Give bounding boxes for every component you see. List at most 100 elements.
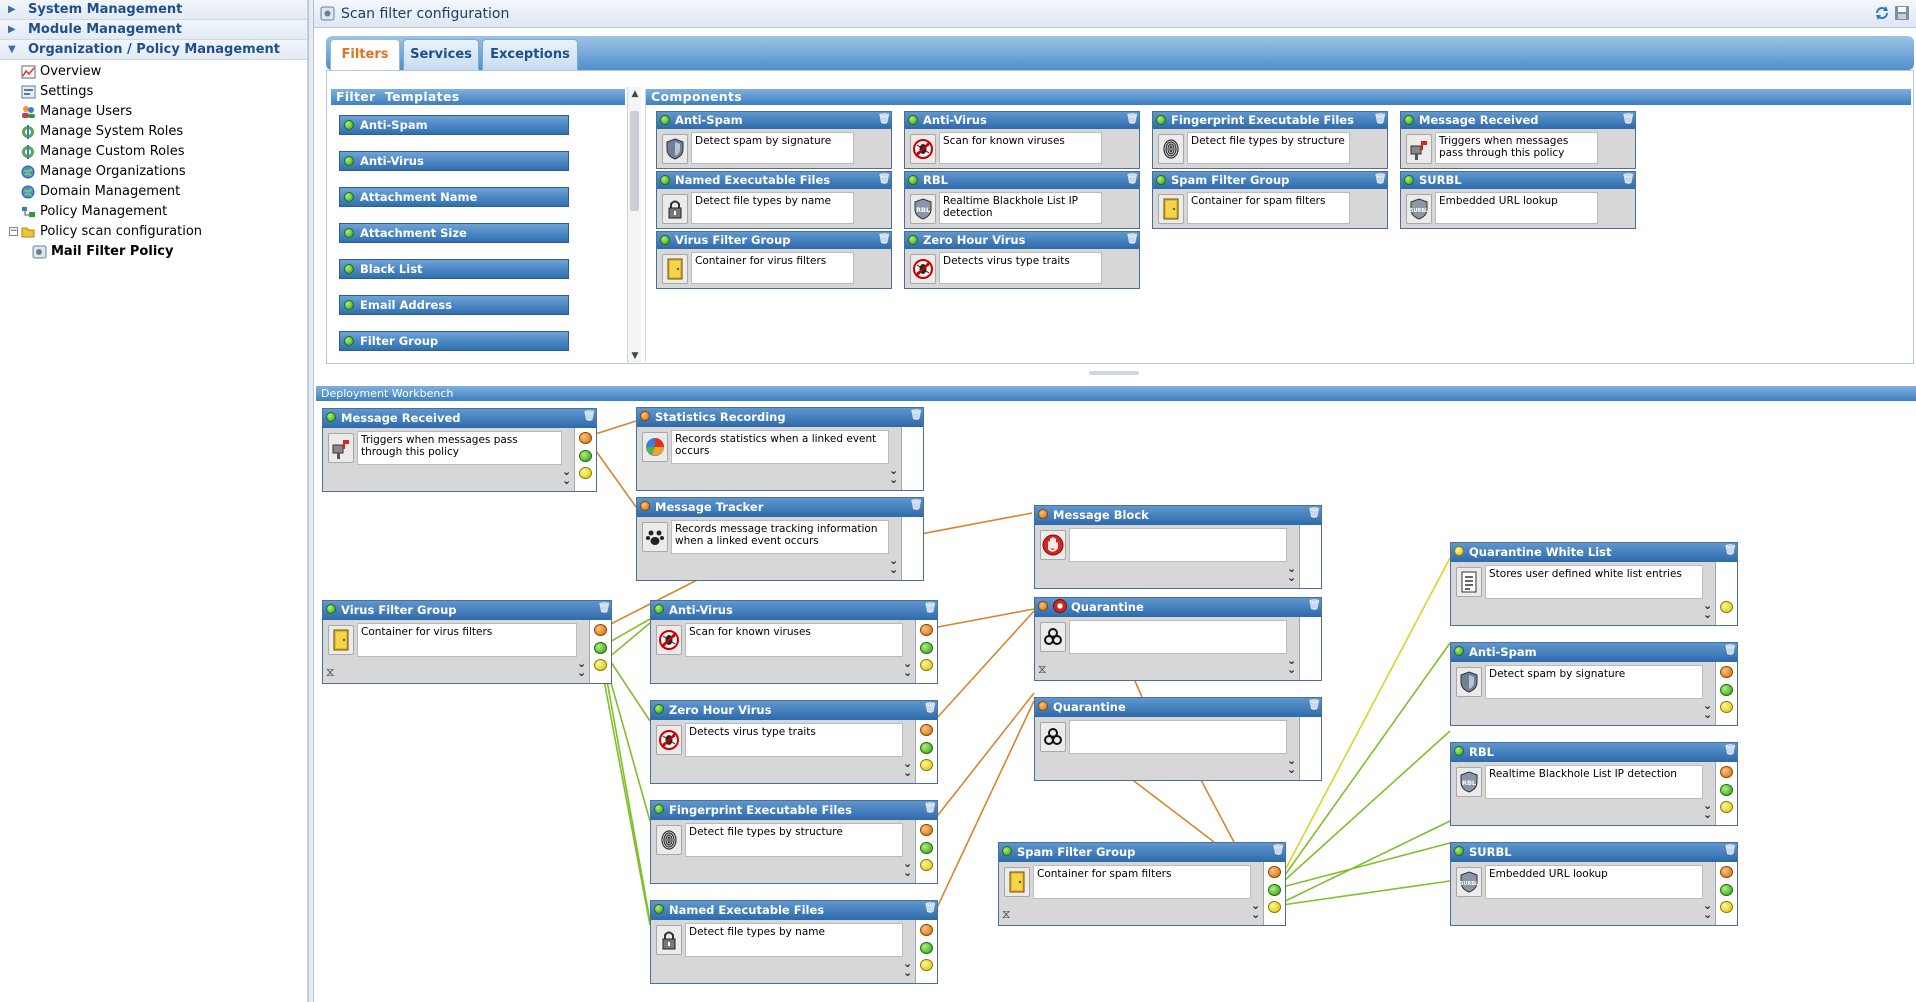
expand-chevron-icon[interactable]: ⌄⌄	[1287, 754, 1297, 776]
save-icon[interactable]	[1894, 5, 1910, 21]
node-header[interactable]: Anti-Spam🗑	[1451, 643, 1737, 662]
filter-funnel-icon[interactable]: ⧖	[1002, 907, 1011, 921]
component-header[interactable]: SURBL🗑	[1401, 172, 1635, 189]
nav-item-domain-management[interactable]: Domain Management	[0, 182, 307, 202]
connection-wire[interactable]	[1274, 820, 1451, 907]
delete-icon[interactable]: 🗑	[598, 603, 611, 614]
workbench-node[interactable]: Spam Filter Group🗑Container for spam fil…	[998, 842, 1286, 926]
component-header[interactable]: Spam Filter Group🗑	[1153, 172, 1387, 189]
yellow-port-icon[interactable]	[594, 659, 607, 671]
orange-port-icon[interactable]	[579, 432, 592, 444]
workbench-node[interactable]: Statistics Recording🗑Records statistics …	[636, 407, 924, 491]
orange-port-icon[interactable]	[1268, 866, 1281, 878]
expand-arrow-icon[interactable]: ▶	[8, 4, 16, 15]
component-header[interactable]: RBL🗑	[905, 172, 1139, 189]
delete-icon[interactable]: 🗑	[924, 703, 937, 714]
node-header[interactable]: RBL🗑	[1451, 743, 1737, 762]
workbench-node[interactable]: Quarantine White List🗑Stores user define…	[1450, 542, 1738, 626]
scroll-thumb[interactable]	[630, 111, 639, 211]
delete-icon[interactable]: 🗑	[1622, 114, 1635, 125]
node-header[interactable]: Fingerprint Executable Files🗑	[651, 801, 937, 820]
workbench-node[interactable]: Message Received🗑Triggers when messages …	[322, 408, 597, 492]
template-attachment-name[interactable]: Attachment Name	[339, 187, 569, 207]
workbench-node[interactable]: Anti-Virus🗑Scan for known viruses⌄⌄	[650, 600, 938, 684]
template-anti-virus[interactable]: Anti-Virus	[339, 151, 569, 171]
tab-services[interactable]: Services	[403, 39, 479, 70]
delete-icon[interactable]: 🗑	[1374, 174, 1387, 185]
delete-icon[interactable]: 🗑	[878, 234, 891, 245]
expand-chevron-icon[interactable]: ⌄⌄	[903, 657, 913, 679]
delete-icon[interactable]: 🗑	[583, 411, 596, 422]
connection-wire[interactable]	[600, 663, 651, 926]
delete-icon[interactable]: 🗑	[1308, 700, 1321, 711]
node-header[interactable]: Spam Filter Group🗑	[999, 843, 1285, 862]
delete-icon[interactable]: 🗑	[1126, 234, 1139, 245]
component-header[interactable]: Fingerprint Executable Files🗑	[1153, 112, 1387, 129]
connection-wire[interactable]	[1274, 557, 1451, 890]
delete-icon[interactable]: 🗑	[1308, 600, 1321, 611]
template-anti-spam[interactable]: Anti-Spam	[339, 115, 569, 135]
delete-icon[interactable]: 🗑	[1622, 174, 1635, 185]
expand-chevron-icon[interactable]: ⌄⌄	[889, 554, 899, 576]
connection-wire[interactable]	[1274, 880, 1451, 907]
delete-icon[interactable]: 🗑	[910, 500, 923, 511]
delete-icon[interactable]: 🗑	[1724, 845, 1737, 856]
green-port-icon[interactable]	[1268, 884, 1281, 896]
workbench-node[interactable]: Fingerprint Executable Files🗑Detect file…	[650, 800, 938, 884]
connection-wire[interactable]	[926, 608, 1035, 630]
yellow-port-icon[interactable]	[920, 659, 933, 671]
workbench-node[interactable]: Named Executable Files🗑Detect file types…	[650, 900, 938, 984]
component-header[interactable]: Anti-Virus🗑	[905, 112, 1139, 129]
workbench-node[interactable]: Message Block🗑⌄⌄	[1034, 505, 1322, 589]
delete-icon[interactable]: 🗑	[1308, 508, 1321, 519]
connection-wire[interactable]	[926, 692, 1035, 830]
template-email-address[interactable]: Email Address	[339, 295, 569, 315]
nav-item-policy-scan-configuration[interactable]: − Policy scan configuration	[9, 224, 203, 239]
orange-port-icon[interactable]	[1720, 766, 1733, 778]
expand-chevron-icon[interactable]: ⌄⌄	[1703, 599, 1713, 621]
nav-item-mail-filter-policy[interactable]: Mail Filter Policy	[0, 242, 307, 262]
orange-port-icon[interactable]	[920, 824, 933, 836]
expand-chevron-icon[interactable]: ⌄⌄	[1703, 899, 1713, 921]
node-header[interactable]: Quarantine White List🗑	[1451, 543, 1737, 562]
node-header[interactable]: Anti-Virus🗑	[651, 601, 937, 620]
expand-chevron-icon[interactable]: ⌄⌄	[1703, 799, 1713, 821]
orange-port-icon[interactable]	[920, 924, 933, 936]
expand-chevron-icon[interactable]: ⌄⌄	[577, 657, 587, 679]
component-header[interactable]: Message Received🗑	[1401, 112, 1635, 129]
yellow-port-icon[interactable]	[1268, 901, 1281, 913]
orange-port-icon[interactable]	[1720, 666, 1733, 678]
workbench-node[interactable]: Virus Filter Group🗑Container for virus f…	[322, 600, 612, 684]
yellow-port-icon[interactable]	[920, 859, 933, 871]
template-filter-group[interactable]: Filter Group	[339, 331, 569, 351]
yellow-port-icon[interactable]	[920, 959, 933, 971]
orange-port-icon[interactable]	[594, 624, 607, 636]
scroll-up-icon[interactable]: ▲	[631, 89, 639, 99]
scroll-down-icon[interactable]: ▼	[631, 351, 639, 361]
green-port-icon[interactable]	[1720, 684, 1733, 696]
nav-section-organization-policy[interactable]: ▼Organization / Policy Management	[0, 40, 307, 60]
template-attachment-size[interactable]: Attachment Size	[339, 223, 569, 243]
connection-wire[interactable]	[1274, 730, 1451, 890]
workbench-node[interactable]: Anti-Spam🗑Detect spam by signature⌄⌄	[1450, 642, 1738, 726]
green-port-icon[interactable]	[920, 642, 933, 654]
yellow-port-icon[interactable]	[579, 467, 592, 479]
nav-item-manage-system-roles[interactable]: Manage System Roles	[0, 122, 307, 142]
node-header[interactable]: Zero Hour Virus🗑	[651, 701, 937, 720]
yellow-port-icon[interactable]	[1720, 701, 1733, 713]
component-header[interactable]: Virus Filter Group🗑	[657, 232, 891, 249]
workbench-node[interactable]: Quarantine🗑⌄⌄⧖	[1034, 597, 1322, 681]
filter-funnel-icon[interactable]: ⧖	[1038, 662, 1047, 676]
node-header[interactable]: Virus Filter Group🗑	[323, 601, 611, 620]
connection-wire[interactable]	[1274, 642, 1451, 890]
delete-icon[interactable]: 🗑	[878, 174, 891, 185]
yellow-port-icon[interactable]	[920, 759, 933, 771]
green-port-icon[interactable]	[920, 942, 933, 954]
component-card[interactable]: Virus Filter Group🗑Container for virus f…	[656, 231, 892, 289]
expand-chevron-icon[interactable]: ⌄⌄	[903, 757, 913, 779]
workbench-node[interactable]: Quarantine🗑⌄⌄	[1034, 697, 1322, 781]
node-header[interactable]: Message Received🗑	[323, 409, 596, 428]
component-card[interactable]: Named Executable Files🗑Detect file types…	[656, 171, 892, 229]
